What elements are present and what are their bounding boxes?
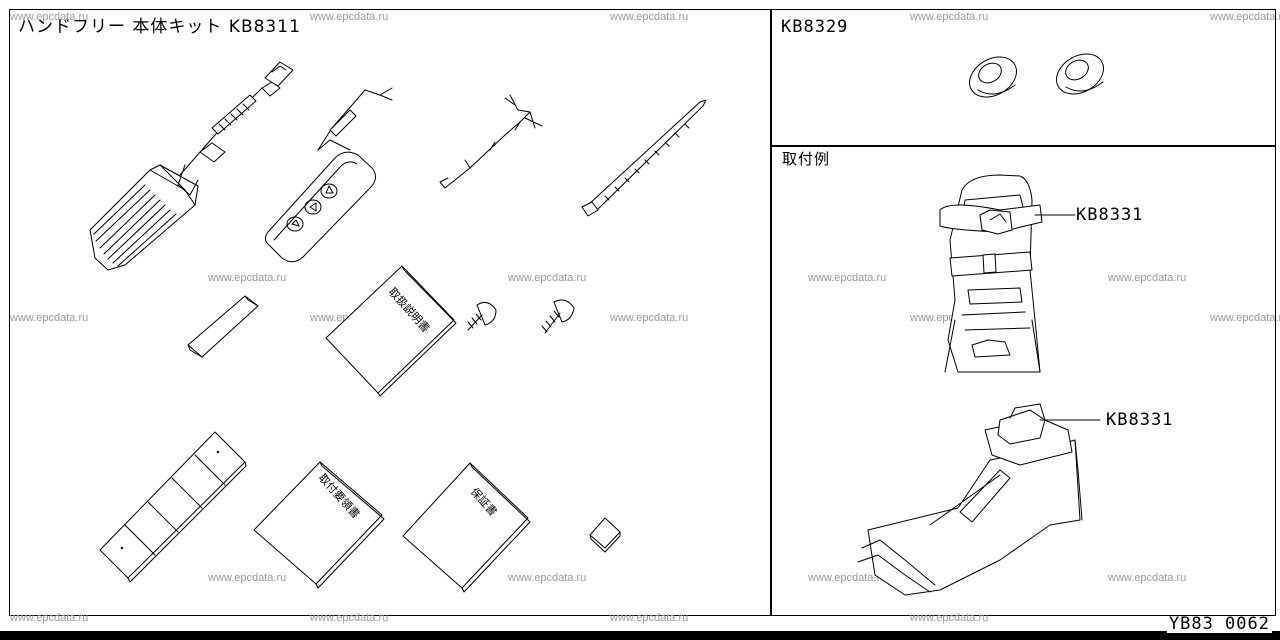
- watermark-text: www.epcdata.ru: [610, 612, 689, 624]
- bottom-plate: [0, 631, 1280, 640]
- right-bottom-panel-frame: [770, 145, 1276, 616]
- watermark-text: www.epcdata.ru: [10, 612, 89, 624]
- watermark-text: www.epcdata.ru: [208, 272, 287, 284]
- harness-drawing: [439, 94, 543, 189]
- grommet-drawing-1: [969, 56, 1017, 98]
- watermark-text: www.epcdata.ru: [1210, 312, 1280, 324]
- watermark-text: www.epcdata.ru: [10, 11, 89, 23]
- watermark-text: www.epcdata.ru: [10, 312, 89, 324]
- watermark-text: www.epcdata.ru: [910, 612, 989, 624]
- callout-label-upper: KB8331: [1076, 205, 1144, 225]
- small-pad-drawing: [589, 517, 621, 553]
- watermark-text: www.epcdata.ru: [808, 272, 887, 284]
- watermark-text: www.epcdata.ru: [610, 11, 689, 23]
- installation-manual-booklet: 取付要領書: [253, 461, 385, 589]
- watermark-text: www.epcdata.ru: [1108, 572, 1187, 584]
- console-top-view-drawing: [939, 174, 1076, 373]
- watermark-text: www.epcdata.ru: [610, 312, 689, 324]
- installation-example-title: 取付例: [782, 150, 831, 168]
- diagram-code: YB83 0062: [1166, 614, 1272, 634]
- hands-free-unit-drawing: [89, 61, 294, 271]
- watermark-text: www.epcdata.ru: [310, 11, 389, 23]
- main-panel-frame: [9, 9, 772, 616]
- callout-label-lower: KB8331: [1106, 410, 1174, 430]
- watermark-text: www.epcdata.ru: [310, 612, 389, 624]
- adhesive-pad-drawing: [187, 295, 259, 358]
- grommet-drawing-2: [1056, 53, 1104, 95]
- right-top-panel-frame: [770, 9, 1276, 147]
- kit-part-number-title: KB8329: [781, 17, 849, 37]
- watermark-text: www.epcdata.ru: [208, 572, 287, 584]
- switch-panel-drawing: [99, 431, 247, 583]
- watermark-text: www.epcdata.ru: [1210, 11, 1280, 23]
- remote-control-drawing: [264, 87, 393, 263]
- warranty-booklet: 保証書: [402, 462, 531, 593]
- watermark-text: www.epcdata.ru: [508, 272, 587, 284]
- operation-manual-booklet: 取扱説明書: [325, 265, 457, 397]
- watermark-text: www.epcdata.ru: [508, 572, 587, 584]
- screw-drawing-1: [467, 301, 497, 331]
- watermark-text: www.epcdata.ru: [808, 572, 887, 584]
- watermark-text: www.epcdata.ru: [910, 11, 989, 23]
- cable-tie-drawing: [581, 99, 707, 217]
- screw-drawing-2: [541, 299, 575, 334]
- watermark-text: www.epcdata.ru: [1108, 272, 1187, 284]
- main-panel-title: ハンドフリー 本体キット KB8311: [18, 17, 301, 37]
- console-side-view-drawing: [857, 403, 1101, 596]
